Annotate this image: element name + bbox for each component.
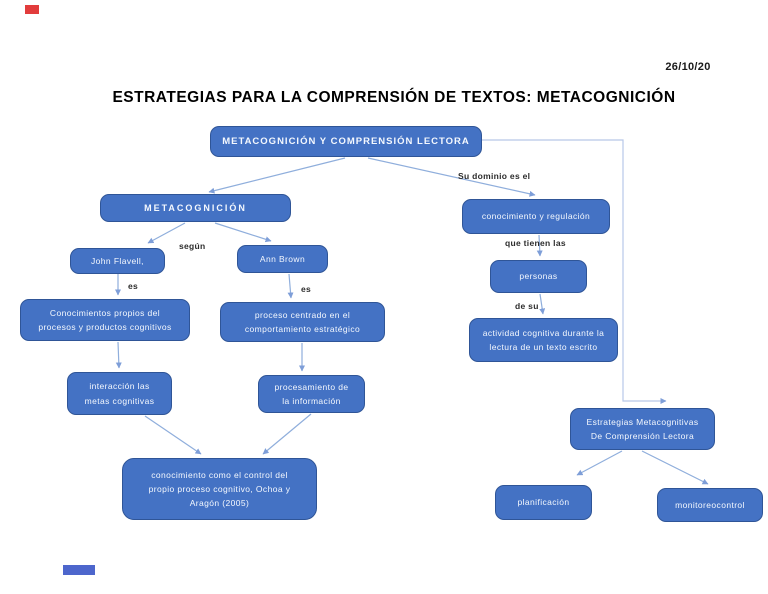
node-actividad-cognitiva: actividad cognitiva durante la lectura d… — [469, 318, 618, 362]
label-es-right: es — [301, 284, 312, 294]
label-es-left: es — [128, 281, 139, 291]
page-title: ESTRATEGIAS PARA LA COMPRENSIÓN DE TEXTO… — [112, 89, 676, 106]
node-monitoreo-control: monitoreocontrol — [657, 488, 763, 522]
node-ann-brown: Ann Brown — [237, 245, 328, 273]
node-personas: personas — [490, 260, 587, 293]
label-que-tienen-las: que tienen las — [505, 238, 566, 248]
label-de-su: de su — [515, 301, 539, 311]
node-procesamiento-informacion: procesamiento de la información — [258, 375, 365, 413]
node-conocimiento-regulacion: conocimiento y regulación — [462, 199, 610, 234]
node-interaccion-metas: interacción las metas cognitivas — [67, 372, 172, 415]
node-john-flavell: John Flavell, — [70, 248, 165, 274]
node-control-ochoa-aragon: conocimiento como el control del propio … — [122, 458, 317, 520]
red-artifact-mark — [25, 5, 39, 14]
node-proceso-centrado: proceso centrado en el comportamiento es… — [220, 302, 385, 342]
node-metacognicion: METACOGNICIÓN — [100, 194, 291, 222]
page-date: 26/10/20 — [665, 61, 711, 73]
blue-artifact-mark — [63, 565, 95, 575]
node-conocimientos-propios: Conocimientos propios del procesos y pro… — [20, 299, 190, 341]
node-planificacion: planificación — [495, 485, 592, 520]
node-metacognicion-y-comprension-lectora: METACOGNICIÓN Y COMPRENSIÓN LECTORA — [210, 126, 482, 157]
label-su-dominio: Su dominio es el — [458, 171, 531, 181]
label-segun: según — [179, 241, 206, 251]
node-estrategias-metacognitivas: Estrategias Metacognitivas De Comprensió… — [570, 408, 715, 450]
